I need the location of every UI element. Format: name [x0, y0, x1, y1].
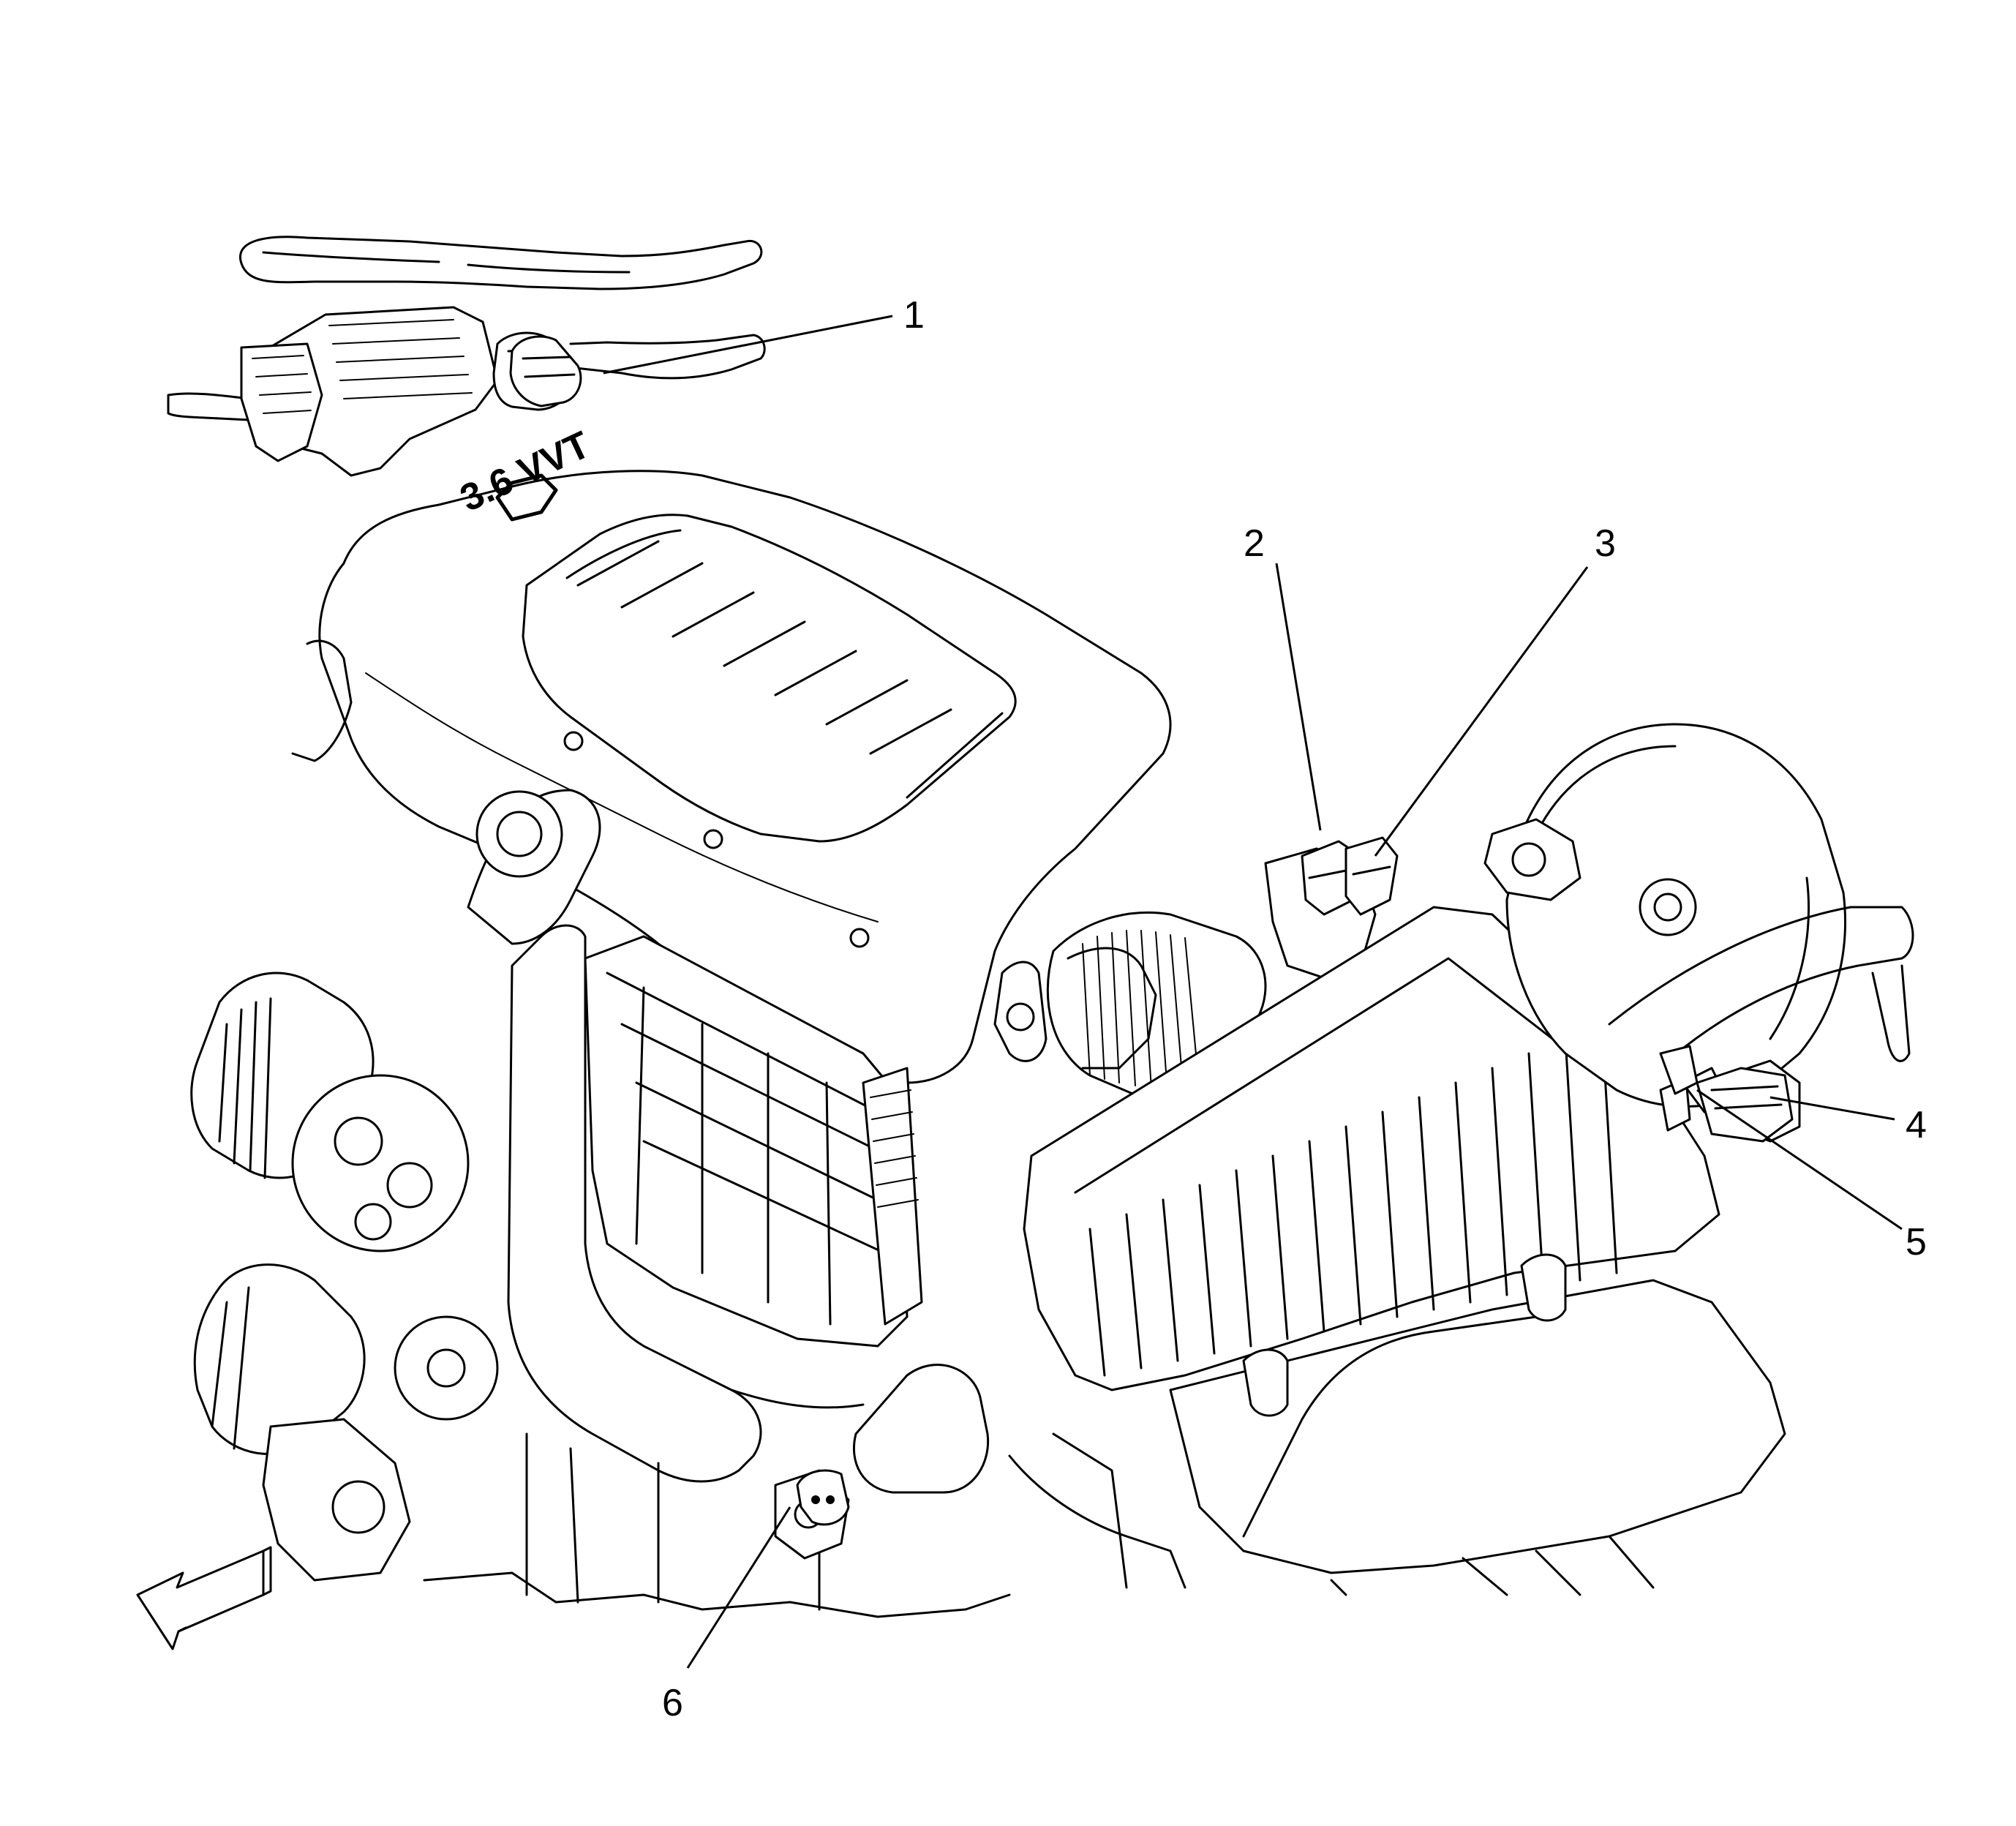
callout-label-6: 6: [662, 1682, 683, 1724]
leader-1: [603, 315, 893, 375]
callout-labels: 1 2 3 4 5 6: [662, 294, 1927, 1724]
callout-label-3: 3: [1595, 522, 1616, 565]
alternator-and-pulleys: [190, 972, 499, 1582]
fuse-block-and-hoses: [167, 236, 766, 477]
front-direction-arrow-icon: [136, 1546, 272, 1650]
connector-1: [509, 335, 582, 407]
connector-4-5: [1659, 1045, 1794, 1143]
callout-label-1: 1: [903, 294, 925, 337]
callout-label-4: 4: [1906, 1104, 1927, 1146]
leader-3: [1374, 566, 1589, 857]
brake-booster: [1483, 723, 1914, 1143]
leader-4: [1769, 1096, 1895, 1121]
leader-6: [686, 1506, 791, 1669]
leader-5: [1696, 1089, 1903, 1231]
pcm-module: [584, 935, 923, 1348]
sensor-connector-6: [796, 1469, 850, 1526]
coolant-hoses: [467, 789, 990, 1494]
callout-label-5: 5: [1906, 1221, 1927, 1263]
callout-label-2: 2: [1244, 522, 1265, 565]
leader-2: [1275, 563, 1322, 831]
callout-leaders: [603, 315, 1903, 1669]
